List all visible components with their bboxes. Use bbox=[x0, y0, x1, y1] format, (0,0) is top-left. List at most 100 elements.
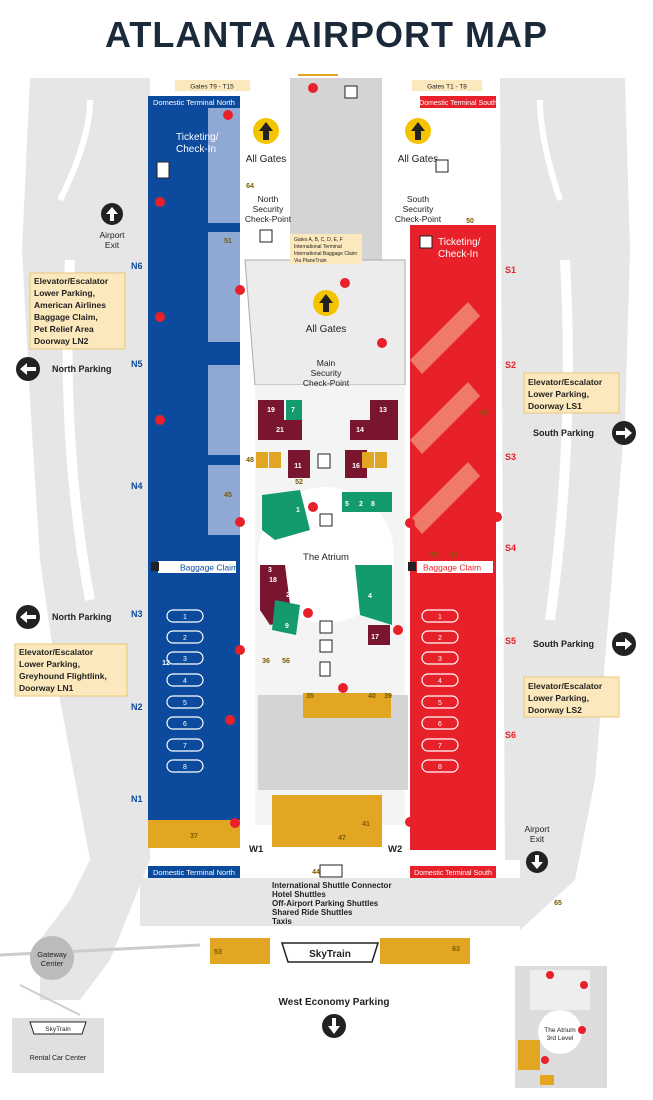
atrium-3rd-l2: 3rd Level bbox=[547, 1035, 574, 1042]
location-number: 16 bbox=[352, 463, 360, 470]
door-label: S2 bbox=[505, 360, 516, 370]
skytrain-station: SkyTrain bbox=[280, 942, 380, 963]
escalator-icon bbox=[319, 620, 333, 634]
baggage-icon bbox=[419, 235, 433, 249]
planetrain-note-l3: International Baggage Claim bbox=[294, 251, 357, 257]
location-number: 40 bbox=[368, 693, 376, 700]
callout-ln1-l3: Greyhound Flightlink, bbox=[19, 671, 107, 681]
w2-label: W2 bbox=[388, 844, 402, 855]
location-number: 14 bbox=[356, 427, 364, 434]
main-security-l1: Main bbox=[317, 358, 336, 368]
callout-ls2-l3: Doorway LS2 bbox=[528, 705, 582, 715]
north-security-l1: North bbox=[258, 194, 279, 204]
location-number: 45 bbox=[224, 492, 232, 499]
carousel bbox=[166, 759, 204, 773]
all-gates-main: All Gates bbox=[306, 324, 347, 335]
amenity-icons bbox=[156, 85, 449, 677]
main-security-l2: Security bbox=[311, 368, 342, 378]
shuttle-l2: Hotel Shuttles bbox=[272, 890, 326, 899]
location-number: 35 bbox=[306, 693, 314, 700]
all-gates-south: All Gates bbox=[398, 154, 439, 165]
gateway-center: Gateway Center bbox=[30, 936, 74, 980]
carousel-number: 5 bbox=[183, 700, 187, 707]
restroom-icon bbox=[269, 452, 281, 468]
north-security-l3: Check-Point bbox=[245, 214, 292, 224]
location-number: 64 bbox=[246, 183, 254, 190]
callout-ln1-l1: Elevator/Escalator bbox=[19, 647, 94, 657]
carousel-number: 7 bbox=[183, 743, 187, 750]
north-parking-2: North Parking bbox=[52, 612, 112, 622]
door-label: S3 bbox=[505, 452, 516, 462]
terminal-labels: Domestic Terminal North Domestic Termina… bbox=[148, 80, 497, 878]
south-parking-2: South Parking bbox=[533, 639, 594, 649]
ticketing-labels: Ticketing/ Check-In Ticketing/ Check-In bbox=[176, 132, 481, 260]
door-label: S4 bbox=[505, 543, 516, 553]
callout-ls1-l3: Doorway LS1 bbox=[528, 401, 582, 411]
location-number: 18 bbox=[269, 577, 277, 584]
north-parking-1: North Parking bbox=[52, 364, 112, 374]
atrium-inset: The Atrium 3rd Level bbox=[515, 966, 607, 1088]
carousel bbox=[421, 673, 459, 687]
south-parking-1: South Parking bbox=[533, 428, 594, 438]
location-number: 19 bbox=[267, 407, 275, 414]
carousel-number: 5 bbox=[438, 700, 442, 707]
callout-ln2-l5: Pet Relief Area bbox=[34, 324, 94, 334]
escalator-icon bbox=[344, 85, 358, 99]
ticketing-north-l2: Check-In bbox=[176, 144, 216, 155]
shuttle-l4: Shared Ride Shuttles bbox=[272, 908, 353, 917]
location-number: 36 bbox=[262, 658, 270, 665]
all-gates-north: All Gates bbox=[246, 154, 287, 165]
location-number: 41 bbox=[362, 821, 370, 828]
escalator-icon bbox=[317, 453, 331, 469]
carousel-number: 4 bbox=[438, 678, 442, 685]
aed-icons bbox=[155, 83, 502, 828]
door-label: N2 bbox=[131, 702, 143, 712]
carousel-number: 3 bbox=[183, 656, 187, 663]
callout-ln2-l4: Baggage Claim, bbox=[34, 312, 98, 322]
carousel bbox=[421, 651, 459, 665]
dtn-bottom-label: Domestic Terminal North bbox=[153, 868, 235, 877]
south-security-l3: Check-Point bbox=[395, 214, 442, 224]
map-title: ATLANTA AIRPORT MAP bbox=[105, 14, 548, 55]
location-number: 38 bbox=[480, 410, 488, 417]
location-number: 21 bbox=[276, 427, 284, 434]
all-gates-markers: All Gates All Gates All Gates bbox=[246, 118, 439, 335]
gold-areas bbox=[148, 74, 470, 964]
restroom-icon bbox=[375, 452, 387, 468]
location-number: 52 bbox=[295, 479, 303, 486]
carousel bbox=[166, 630, 204, 644]
restroom-icon bbox=[256, 452, 268, 468]
carousel bbox=[421, 738, 459, 752]
location-number: 3 bbox=[268, 567, 272, 574]
location-number: 48 bbox=[246, 457, 254, 464]
location-number: 47 bbox=[338, 835, 346, 842]
ticketing-south-l2: Check-In bbox=[438, 249, 478, 260]
carousel bbox=[421, 695, 459, 709]
carousel-number: 7 bbox=[438, 743, 442, 750]
security-labels: North Security Check-Point South Securit… bbox=[245, 194, 442, 388]
door-label: N1 bbox=[131, 794, 143, 804]
elevator-icon bbox=[259, 229, 273, 243]
w1-label: W1 bbox=[249, 844, 264, 855]
baggage-icon bbox=[156, 161, 170, 179]
location-number: 56 bbox=[282, 658, 290, 665]
shuttle-l5: Taxis bbox=[272, 917, 292, 926]
west-economy-label: West Economy Parking bbox=[279, 997, 390, 1008]
gates-south-label: Gates T1 - T8 bbox=[427, 84, 467, 91]
gates-north-label: Gates T9 - T15 bbox=[190, 84, 234, 91]
callouts: Elevator/Escalator Lower Parking, Americ… bbox=[14, 272, 620, 718]
carousel bbox=[421, 630, 459, 644]
rental-car-center: SkyTrain Rental Car Center bbox=[12, 1018, 104, 1073]
location-number: 11 bbox=[294, 463, 302, 470]
location-number: 39 bbox=[384, 693, 392, 700]
callout-ln2-l3: American Airlines bbox=[34, 300, 106, 310]
airport-map: Domestic Terminal North Domestic Termina… bbox=[0, 74, 636, 1088]
shuttle-l1: International Shuttle Connector bbox=[272, 881, 392, 890]
door-label: N5 bbox=[131, 359, 143, 369]
callout-ls1-l1: Elevator/Escalator bbox=[528, 377, 603, 387]
airport-exits: Airport Exit Airport Exit bbox=[99, 203, 550, 873]
dts-bottom-label: Domestic Terminal South bbox=[414, 870, 492, 877]
airport-exit-north-l1: Airport bbox=[99, 230, 125, 240]
